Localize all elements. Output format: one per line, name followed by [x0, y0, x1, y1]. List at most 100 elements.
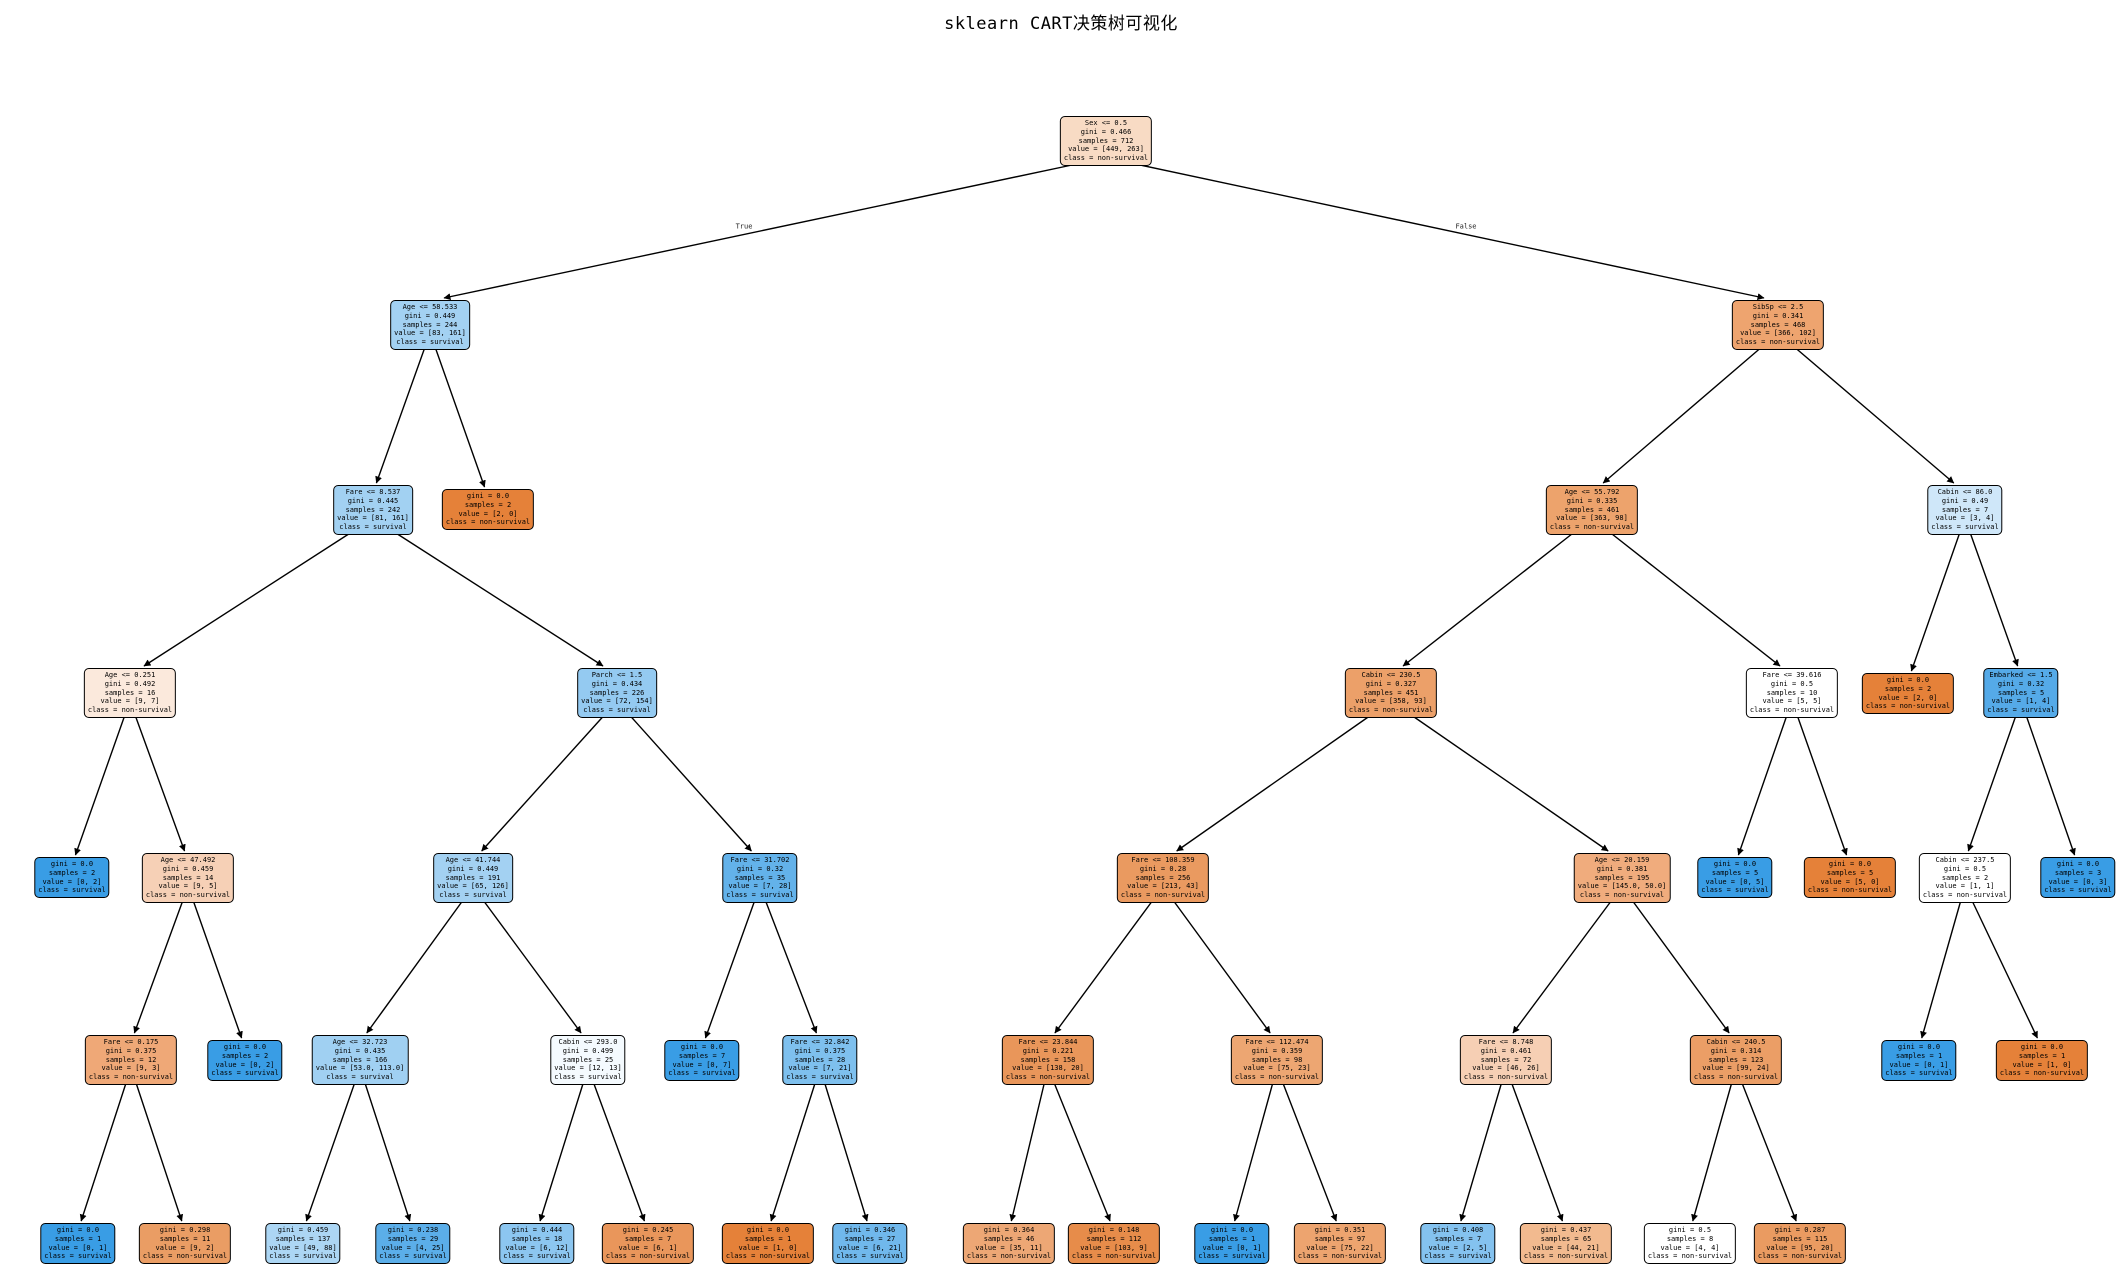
tree-edge [443, 164, 1073, 301]
tree-edge [1009, 1083, 1045, 1222]
tree-edge [1053, 1083, 1111, 1222]
node-text-line: value = [12, 13] [554, 1064, 622, 1073]
tree-edge [1969, 533, 2019, 667]
node-text-line: class = non-survival [605, 1252, 691, 1261]
node-text-line: value = [0, 2] [215, 1060, 275, 1069]
node-text-line: value = [0, 2] [42, 877, 102, 886]
node-text-line: value = [44, 21] [1532, 1243, 1600, 1252]
node-text-line: samples = 98 [1251, 1055, 1303, 1064]
node-text-line: samples = 1 [2018, 1051, 2066, 1060]
node-text-line: samples = 72 [1480, 1055, 1532, 1064]
tree-edge [1967, 716, 2017, 852]
node-text-line: gini = 0.408 [1432, 1226, 1484, 1234]
node-text-line: value = [75, 23] [1243, 1064, 1311, 1073]
node-text-line: class = survival [668, 1069, 736, 1078]
node-text-line: gini = 0.0 [1210, 1226, 1254, 1234]
tree-edge [765, 901, 818, 1034]
node-text-line: gini = 0.327 [1365, 679, 1417, 688]
node-text-line: Fare <= 39.616 [1762, 671, 1822, 679]
node-text-line: value = [0, 1] [1202, 1243, 1262, 1252]
node-text-line: samples = 2 [1941, 873, 1989, 882]
node-text-line: samples = 1 [1208, 1234, 1256, 1243]
tree-edge [1737, 716, 1787, 856]
node-text-line: samples = 29 [387, 1234, 439, 1243]
node-text-line: value = [6, 1] [618, 1243, 678, 1252]
node-text-line: value = [0, 1] [48, 1243, 108, 1252]
node-text-line: gini = 0.0 [466, 492, 510, 500]
node-text-line: gini = 0.437 [1540, 1226, 1592, 1234]
node-text-line: samples = 8 [1666, 1234, 1714, 1243]
node-text-line: gini = 0.381 [1596, 864, 1648, 873]
node-text-line: value = [145.0, 50.0] [1577, 882, 1667, 891]
node-text-line: gini = 0.0 [1713, 860, 1757, 868]
node-text-line: class = non-survival [145, 891, 231, 900]
tree-edge [1054, 901, 1153, 1034]
node-text-line: class = non-survival [1579, 891, 1665, 900]
node-text-line: value = [363, 98] [1556, 514, 1628, 523]
tree-edge [1602, 348, 1760, 484]
node-text-line: value = [75, 22] [1306, 1243, 1374, 1252]
tree-edge [483, 901, 582, 1034]
node-text-line: gini = 0.5 [1770, 679, 1814, 688]
node-text-line: samples = 16 [104, 688, 156, 697]
node-text-line: class = non-survival [142, 1252, 228, 1261]
node-text-line: class = non-survival [1463, 1073, 1549, 1082]
node-text-line: gini = 0.351 [1314, 1226, 1366, 1234]
node-text-line: gini = 0.434 [591, 679, 643, 688]
node-text-line: gini = 0.0 [1897, 1043, 1941, 1051]
node-text-line: value = [1, 4] [1991, 697, 2051, 706]
tree-edge [1282, 1083, 1338, 1222]
tree-edge [1611, 533, 1781, 667]
node-text-line: Age <= 41.744 [445, 856, 501, 864]
node-text-line: gini = 0.466 [1080, 127, 1132, 136]
node-text-line: class = survival [2044, 886, 2112, 895]
node-text-line: samples = 712 [1078, 136, 1134, 145]
tree-edge [538, 1083, 584, 1222]
node-text-line: value = [99, 24] [1702, 1064, 1770, 1073]
node-text-line: Age <= 55.792 [1564, 488, 1620, 496]
node-text-line: samples = 5 [1997, 688, 2045, 697]
node-text-line: samples = 7 [678, 1051, 726, 1060]
tree-edge [1139, 164, 1765, 301]
node-text-line: value = [65, 126] [437, 882, 509, 891]
node-text-line: Age <= 20.159 [1594, 856, 1650, 864]
node-text-line: class = survival [1931, 523, 1999, 532]
node-text-line: samples = 65 [1540, 1234, 1592, 1243]
node-text-line: samples = 7 [1434, 1234, 1482, 1243]
node-text-line: gini = 0.0 [56, 1226, 100, 1234]
node-text-line: Fare <= 112.474 [1245, 1038, 1309, 1046]
tree-edge [74, 716, 125, 856]
node-text-line: class = non-survival [1999, 1069, 2085, 1078]
node-text-line: gini = 0.459 [162, 864, 214, 873]
node-text-line: gini = 0.49 [1941, 496, 1989, 505]
tree-edge [375, 348, 425, 484]
node-text-line: gini = 0.335 [1566, 496, 1618, 505]
node-text-line: gini = 0.0 [223, 1043, 267, 1051]
node-text-line: class = survival [379, 1252, 447, 1261]
node-text-line: class = non-survival [1348, 706, 1434, 715]
node-text-line: gini = 0.346 [844, 1226, 896, 1234]
node-text-line: value = [1, 0] [738, 1243, 798, 1252]
node-text-line: value = [5, 5] [1762, 697, 1822, 706]
tree-edge [1173, 901, 1271, 1034]
node-text-line: class = non-survival [445, 518, 531, 527]
node-text-line: value = [72, 154] [581, 697, 653, 706]
node-text-line: value = [2, 0] [1878, 693, 1938, 702]
tree-edge [1233, 1083, 1274, 1222]
tree-edge [1511, 1083, 1564, 1222]
